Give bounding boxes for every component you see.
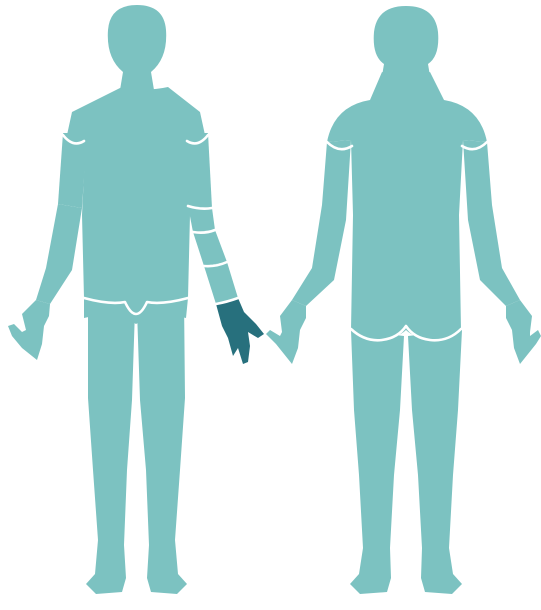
front-left-leg[interactable] — [137, 298, 187, 594]
back-right-hand[interactable] — [506, 300, 541, 364]
back-head[interactable] — [374, 6, 439, 80]
back-torso[interactable] — [327, 72, 487, 340]
front-right-leg[interactable] — [86, 298, 135, 594]
front-left-elbow-forearm[interactable] — [193, 230, 227, 266]
front-torso[interactable] — [67, 87, 205, 298]
front-head-neck[interactable] — [108, 5, 166, 93]
front-left-hand[interactable] — [216, 298, 264, 364]
back-left-leg[interactable] — [350, 330, 404, 594]
back-figure — [266, 6, 541, 594]
back-left-arm[interactable] — [292, 140, 351, 306]
front-left-upper-arm[interactable] — [188, 206, 215, 232]
back-right-leg[interactable] — [408, 330, 462, 594]
back-right-arm[interactable] — [463, 140, 520, 306]
front-right-upper-arm[interactable] — [58, 133, 87, 208]
front-left-forearm[interactable] — [204, 262, 238, 304]
front-figure — [8, 5, 264, 594]
back-left-hand[interactable] — [266, 300, 306, 364]
front-right-hand[interactable] — [8, 300, 50, 360]
front-right-forearm[interactable] — [36, 204, 82, 304]
